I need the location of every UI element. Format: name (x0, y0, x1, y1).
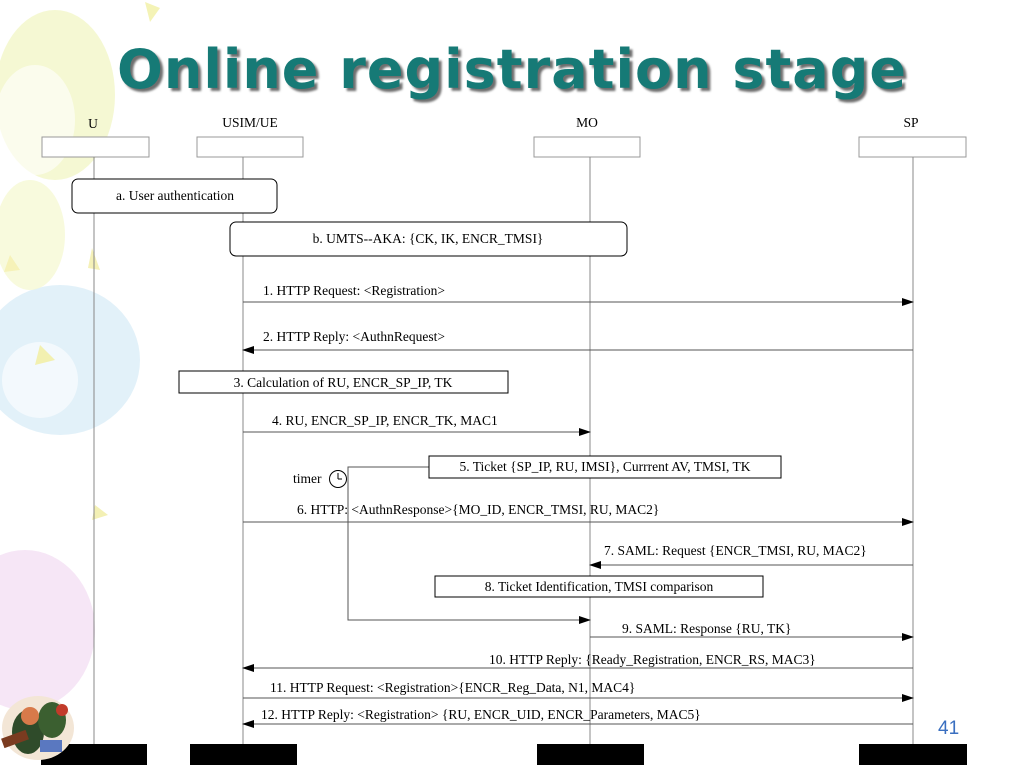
step-5-ticket-label: 5. Ticket {SP_IP, RU, IMSI}, Currrent AV… (459, 459, 750, 474)
message-10-label: 10. HTTP Reply: {Ready_Registration, ENC… (489, 652, 816, 667)
phase-user-authentication-box (71, 178, 278, 214)
message-2-label: 2. HTTP Reply: <AuthnRequest> (263, 329, 445, 344)
step-8-ticket-identification-label: 8. Ticket Identification, TMSI compariso… (485, 579, 714, 594)
phase-umts-aka-box (229, 221, 628, 257)
participant-usim-ue-box (196, 136, 304, 158)
mascot-clipart (1, 696, 74, 760)
participant-u-label: U (88, 116, 98, 131)
lifeline-usim-ue-footer (190, 744, 297, 765)
message-6-label: 6. HTTP: <AuthnResponse>{MO_ID, ENCR_TMS… (297, 502, 659, 517)
slide-title: Online registration stage (116, 38, 908, 101)
timer-label: timer (293, 471, 322, 486)
participant-sp-label: SP (903, 115, 918, 130)
step-3-calculation-box (178, 370, 509, 394)
message-1-label: 1. HTTP Request: <Registration> (263, 283, 445, 298)
phase-user-authentication-label: a. User authentication (116, 188, 234, 203)
lifeline-mo-footer (537, 744, 644, 765)
message-12-label: 12. HTTP Reply: <Registration> {RU, ENCR… (261, 707, 701, 722)
participant-usim-ue-label: USIM/UE (222, 115, 278, 130)
message-11-label: 11. HTTP Request: <Registration>{ENCR_Re… (270, 680, 635, 695)
step-3-calculation-label: 3. Calculation of RU, ENCR_SP_IP, TK (234, 375, 453, 390)
message-9-label: 9. SAML: Response {RU, TK} (622, 621, 791, 636)
message-7-label: 7. SAML: Request {ENCR_TMSI, RU, MAC2} (604, 543, 867, 558)
phase-umts-aka-label: b. UMTS--AKA: {CK, IK, ENCR_TMSI} (313, 231, 544, 246)
lifeline-sp-footer (859, 744, 967, 765)
message-4-label: 4. RU, ENCR_SP_IP, ENCR_TK, MAC1 (272, 413, 498, 428)
participant-sp-box (858, 136, 967, 158)
participant-mo-box (533, 136, 641, 158)
timer-bracket (347, 466, 591, 624)
timer-clock-icon (329, 470, 347, 488)
participant-mo-label: MO (576, 115, 598, 130)
participant-u-box (41, 136, 150, 158)
step-8-ticket-identification-box (434, 575, 764, 598)
step-5-ticket-box (428, 455, 782, 479)
lifeline-u-footer (41, 744, 147, 765)
page-number: 41 (938, 718, 960, 739)
